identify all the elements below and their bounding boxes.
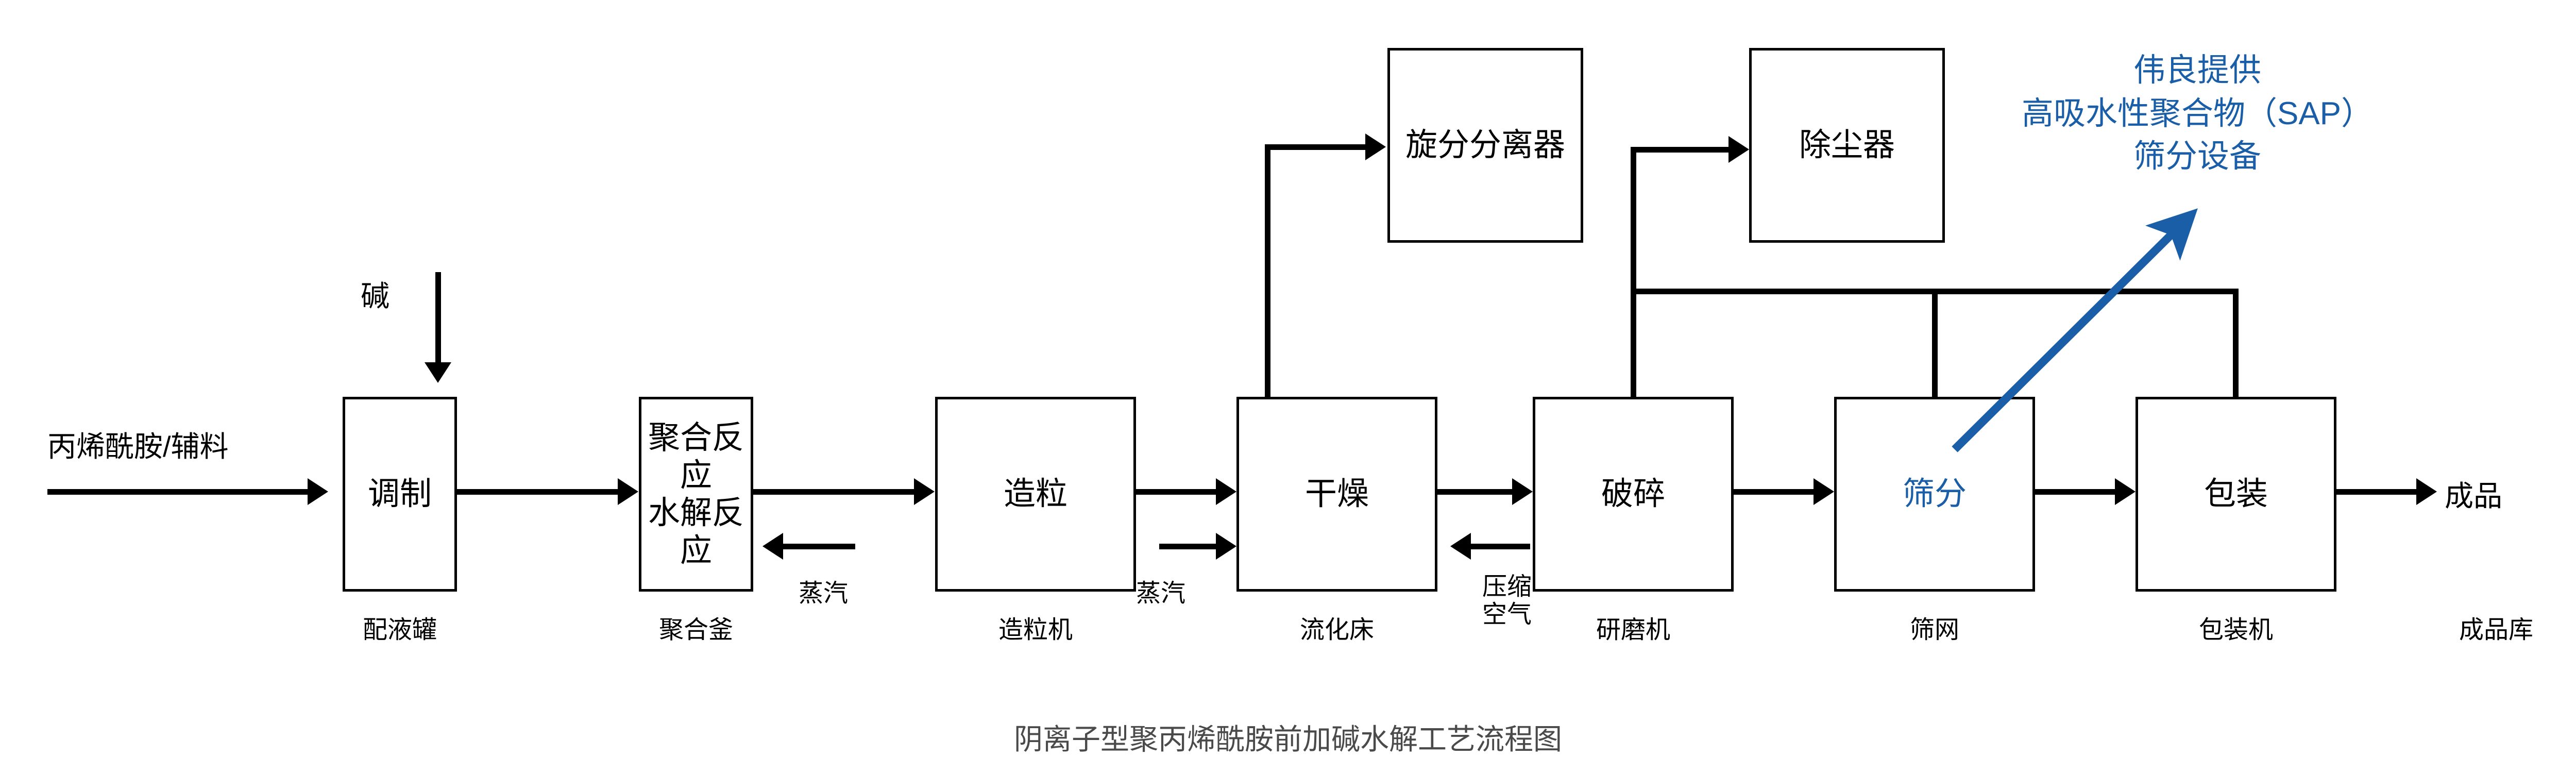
box-ganzao[interactable]: 干燥 — [1236, 397, 1437, 592]
arrow-posui-to-shaifen-head-icon — [1814, 478, 1834, 505]
arrow-ganzao-to-posui-head-icon — [1512, 478, 1533, 505]
arrow-zaoli-to-ganzao-line — [1136, 489, 1216, 495]
diagram-title: 阴离子型聚丙烯酰胺前加碱水解工艺流程图 — [1014, 723, 1562, 755]
feed-arrow-head-icon — [308, 478, 328, 505]
box-cyclone-label: 旋分分离器 — [1405, 127, 1565, 163]
arrow-shaifen-to-baozhuang-head-icon — [2115, 478, 2136, 505]
equipment-label-juhefu: 聚合釜 — [658, 616, 734, 644]
arrow-shaifen-to-baozhuang-line — [2035, 489, 2115, 495]
feed-stream-label: 丙烯酰胺/辅料 — [47, 430, 229, 463]
posui-to-duster-horizontal — [1631, 147, 1728, 153]
steam-polymer-arrow-head-icon — [762, 533, 783, 560]
box-juhe-label: 聚合反应 水解反应 — [648, 419, 744, 569]
product-label: 成品 — [2445, 480, 2502, 512]
arrow-posui-to-shaifen-line — [1734, 489, 1814, 495]
box-zaoli[interactable]: 造粒 — [935, 397, 1136, 592]
box-baozhuang-label: 包装 — [2204, 476, 2268, 512]
equipment-label-baozhuangji: 包装机 — [2198, 616, 2274, 644]
equipment-label-liuhuachuang: 流化床 — [1299, 616, 1375, 644]
box-juhe[interactable]: 聚合反应 水解反应 — [639, 397, 753, 592]
box-ganzao-label: 干燥 — [1304, 476, 1369, 512]
equipment-label-yanmoji: 研磨机 — [1596, 616, 1671, 644]
alkali-stream-label: 碱 — [361, 280, 389, 312]
steam-polymer-label: 蒸汽 — [798, 580, 849, 607]
steam-dryer-arrow-head-icon — [1216, 533, 1236, 560]
arrow-juhe-to-zaoli-head-icon — [914, 478, 935, 505]
equipment-label-zaoliji: 造粒机 — [998, 616, 1073, 644]
arrow-juhe-to-zaoli-line — [753, 489, 914, 495]
dryer-to-cyclone-horizontal — [1265, 144, 1365, 150]
dryer-to-cyclone-arrow-head-icon — [1365, 133, 1386, 160]
box-shaifen[interactable]: 筛分 — [1834, 397, 2035, 592]
feed-arrow-line — [47, 489, 308, 495]
compressed-air-arrow-line — [1471, 544, 1530, 549]
dust-drop-to-baozhuang — [2233, 289, 2239, 397]
box-cyclone[interactable]: 旋分分离器 — [1387, 48, 1583, 243]
dust-drop-to-shaifen — [1932, 289, 1938, 397]
steam-polymer-arrow-line — [783, 544, 855, 549]
alkali-arrow-head-icon — [425, 362, 451, 383]
arrow-ganzao-to-posui-line — [1437, 489, 1512, 495]
compressed-air-label: 压缩 空气 — [1482, 573, 1532, 628]
product-warehouse-label: 成品库 — [2459, 616, 2534, 644]
product-arrow-line — [2336, 489, 2416, 495]
alkali-arrow-line — [435, 272, 441, 362]
box-duster-label: 除尘器 — [1799, 127, 1895, 163]
arrow-tiaozhi-to-juhe-line — [457, 489, 618, 495]
box-duster[interactable]: 除尘器 — [1749, 48, 1945, 243]
steam-dryer-arrow-line — [1159, 544, 1216, 549]
dryer-to-cyclone-riser — [1265, 144, 1270, 397]
product-arrow-head-icon — [2416, 478, 2437, 505]
posui-to-duster-riser — [1631, 147, 1636, 397]
box-tiaozhi-label: 调制 — [367, 476, 432, 512]
steam-dryer-label: 蒸汽 — [1136, 580, 1186, 607]
box-tiaozhi[interactable]: 调制 — [343, 397, 457, 592]
annotation-text: 伟良提供 高吸水性聚合物（SAP） 筛分设备 — [2021, 53, 2374, 175]
posui-to-duster-arrow-head-icon — [1728, 136, 1749, 163]
equipment-label-shaiwang: 筛网 — [1909, 616, 1960, 644]
arrow-zaoli-to-ganzao-head-icon — [1216, 478, 1236, 505]
box-zaoli-label: 造粒 — [1003, 476, 1067, 512]
equipment-label-peiyeguan: 配液罐 — [362, 616, 437, 644]
compressed-air-arrow-head-icon — [1450, 533, 1471, 560]
box-posui[interactable]: 破碎 — [1533, 397, 1734, 592]
arrow-tiaozhi-to-juhe-head-icon — [618, 478, 638, 505]
box-baozhuang[interactable]: 包装 — [2136, 397, 2336, 592]
box-shaifen-label: 筛分 — [1902, 476, 1967, 512]
box-posui-label: 破碎 — [1601, 476, 1665, 512]
